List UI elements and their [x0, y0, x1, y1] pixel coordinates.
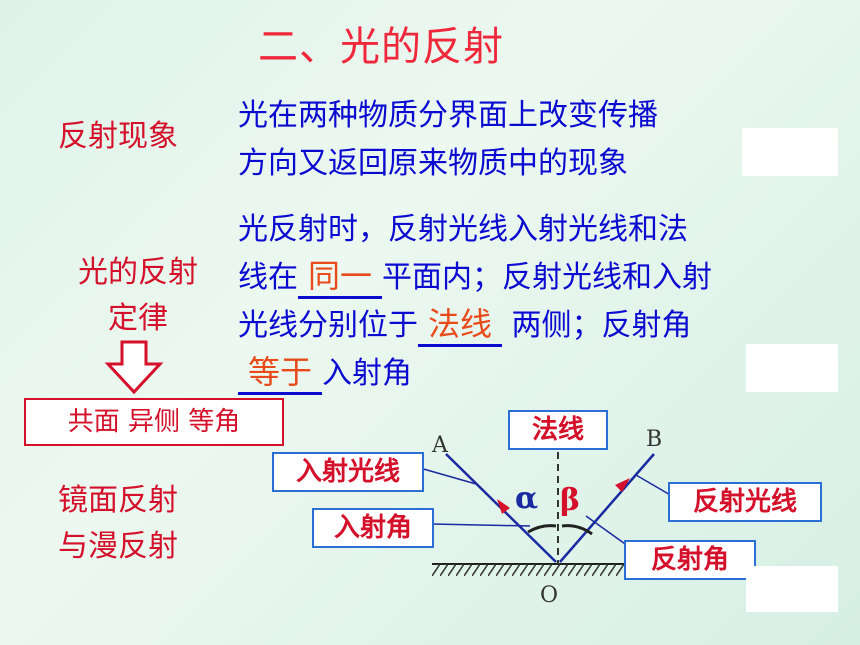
white-mask-1 — [742, 128, 838, 176]
reflected-arrow-icon — [615, 478, 630, 492]
callout-incident-ray: 入射光线 — [272, 452, 424, 492]
label-law: 光的反射 定律 — [58, 250, 218, 342]
phenomenon-text: 光在两种物质分界面上改变传播 方向又返回原来物质中的现象 — [238, 92, 658, 188]
white-mask-3 — [746, 566, 838, 612]
label-mirror: 镜面反射 与漫反射 — [58, 478, 178, 570]
label-phenomenon: 反射现象 — [58, 119, 178, 154]
law-line-2b: 平面内；反射光线和入射 — [382, 260, 712, 295]
summary-box: 共面 异侧 等角 — [24, 398, 284, 446]
phenomenon-line-1: 光在两种物质分界面上改变传播 — [238, 98, 658, 133]
pointer-incidence-angle — [431, 523, 531, 527]
law-text: 光反射时，反射光线入射光线和法 线在同一平面内；反射光线和入射 光线分别位于法线… — [238, 206, 712, 398]
slide-title: 二、光的反射 — [258, 24, 504, 70]
law-line-3a: 光线分别位于 — [238, 308, 418, 343]
alpha-symbol: α — [515, 481, 538, 516]
beta-symbol: β — [560, 483, 580, 518]
law-line-2: 线在同一平面内；反射光线和入射 — [238, 254, 712, 302]
blank-normal: 法线 — [418, 304, 502, 347]
law-line-4: 等于入射角 — [238, 350, 712, 398]
law-line-3: 光线分别位于法线 两侧；反射角 — [238, 302, 712, 350]
reflected-ray — [559, 453, 655, 563]
point-o-label: O — [540, 583, 558, 608]
law-line-1: 光反射时，反射光线入射光线和法 — [238, 212, 688, 247]
law-line-3b: 两侧；反射角 — [502, 308, 692, 343]
beta-arc — [561, 524, 593, 536]
label-mirror-line-1: 镜面反射 — [58, 483, 178, 518]
phenomenon-line-2: 方向又返回原来物质中的现象 — [238, 146, 628, 181]
point-a-label: A — [431, 433, 449, 458]
mirror-hatching — [432, 564, 672, 576]
law-line-2a: 线在 — [238, 260, 298, 295]
pointer-reflected-ray — [635, 474, 673, 497]
white-mask-2 — [746, 344, 838, 392]
callout-normal: 法线 — [508, 410, 608, 450]
callout-reflection-angle: 反射角 — [624, 540, 756, 580]
incident-arrow-icon — [497, 499, 510, 514]
label-law-line-1: 光的反射 — [78, 255, 198, 290]
callout-reflected-ray: 反射光线 — [668, 482, 822, 522]
blank-equal: 等于 — [238, 352, 322, 395]
blank-same-plane: 同一 — [298, 256, 382, 299]
callout-incidence-angle: 入射角 — [312, 508, 434, 548]
label-mirror-line-2: 与漫反射 — [58, 529, 178, 564]
point-b-label: B — [646, 427, 662, 452]
down-arrow-icon — [104, 340, 164, 395]
pointer-incident-ray — [419, 467, 477, 485]
law-line-4b: 入射角 — [322, 356, 412, 391]
label-law-line-2: 定律 — [108, 301, 168, 336]
alpha-arc — [527, 524, 557, 534]
pointer-reflection-angle — [585, 515, 629, 547]
